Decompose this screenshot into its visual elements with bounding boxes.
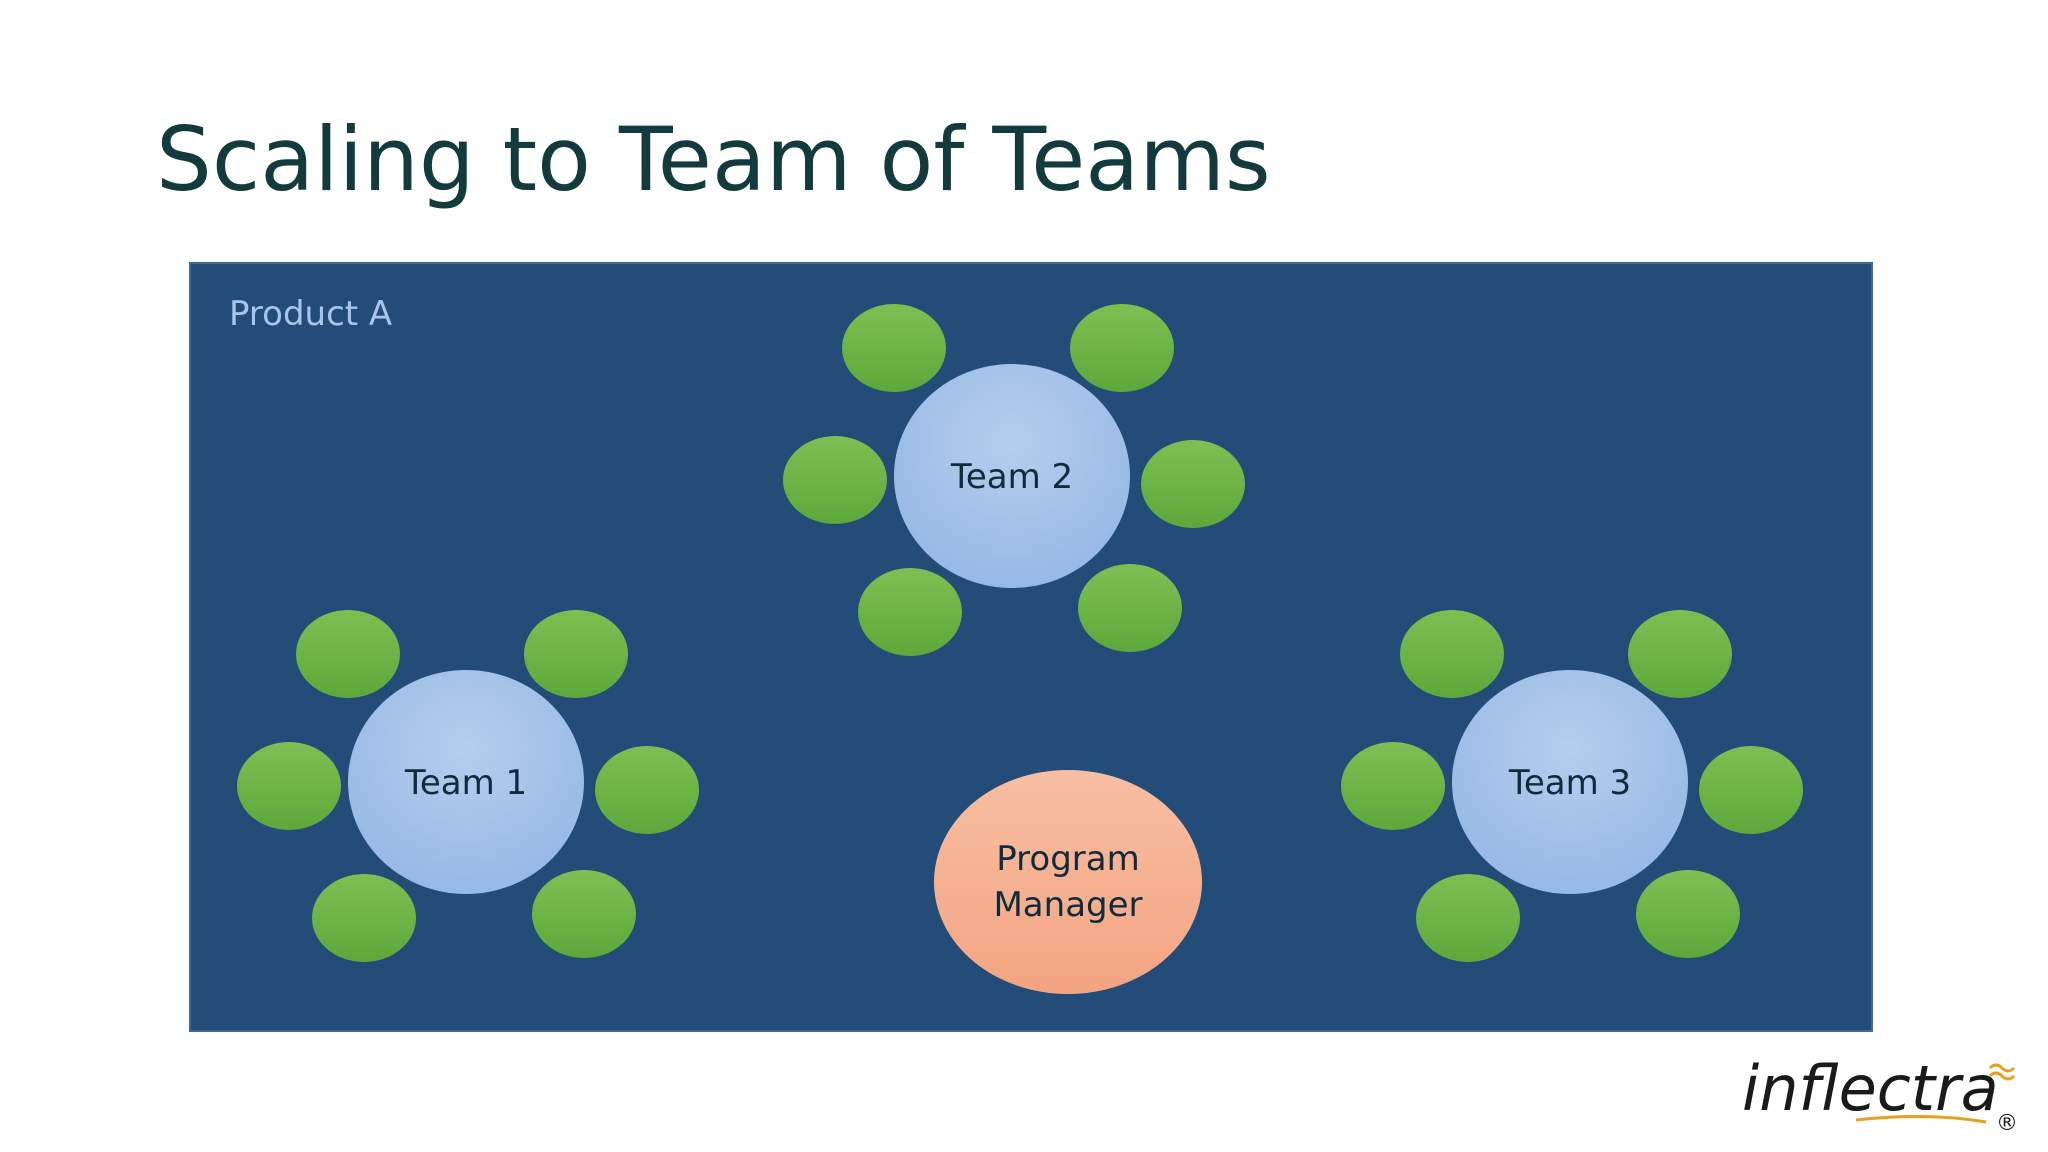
team-member-circle (1699, 746, 1803, 834)
team-3-group: Team 3 (1341, 610, 1803, 962)
team-1-circle (348, 670, 584, 894)
team-1-label: Team 1 (404, 763, 527, 803)
slide-title: Scaling to Team of Teams (156, 108, 1271, 211)
team-member-circle (1628, 610, 1732, 698)
team-member-circle (1636, 870, 1740, 958)
program-manager-circle (934, 770, 1202, 994)
team-3-circle (1452, 670, 1688, 894)
logo-wave-icon (1988, 1063, 2016, 1081)
team-member-circle (858, 568, 962, 656)
program-manager-group: Program Manager (934, 770, 1202, 994)
team-1-group: Team 1 (237, 610, 699, 962)
program-manager-label-line1: Program (996, 839, 1139, 879)
team-member-circle (312, 874, 416, 962)
team-3-label: Team 3 (1508, 763, 1631, 803)
team-diagram: Team 2 Team 1 (237, 304, 1803, 994)
logo-registered-mark: ® (1996, 1111, 2018, 1136)
team-member-circle (595, 746, 699, 834)
team-member-circle (1070, 304, 1174, 392)
program-manager-label-line2: Manager (993, 885, 1142, 925)
product-label: Product A (229, 294, 393, 334)
team-member-circle (1341, 742, 1445, 830)
team-member-circle (532, 870, 636, 958)
team-member-circle (842, 304, 946, 392)
team-member-circle (1078, 564, 1182, 652)
team-member-circle (1416, 874, 1520, 962)
team-2-circle (894, 364, 1130, 588)
team-member-circle (1141, 440, 1245, 528)
logo-wordmark: inflectra (1742, 1052, 1999, 1125)
team-member-circle (524, 610, 628, 698)
team-member-circle (237, 742, 341, 830)
inflectra-logo: inflectra ® (1742, 1052, 2018, 1136)
logo-underline-accent (1855, 1114, 1987, 1124)
product-panel: Team 2 Team 1 (189, 262, 1873, 1032)
team-member-circle (1400, 610, 1504, 698)
team-2-group: Team 2 (783, 304, 1245, 656)
team-2-label: Team 2 (950, 457, 1073, 497)
team-member-circle (783, 436, 887, 524)
team-member-circle (296, 610, 400, 698)
